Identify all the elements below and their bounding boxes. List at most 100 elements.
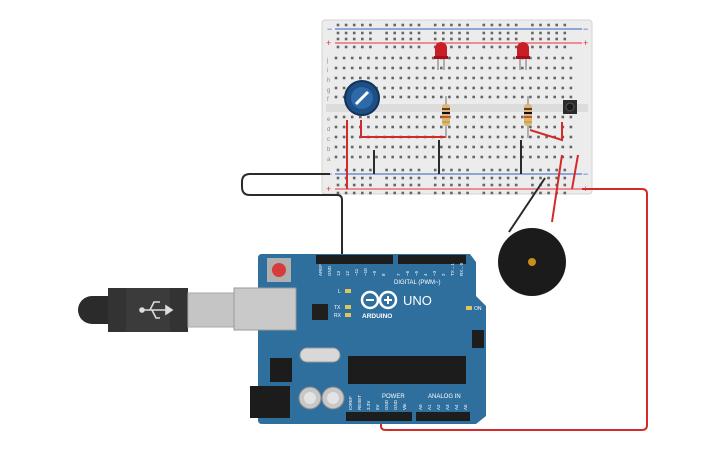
breadboard-hole[interactable] (563, 191, 567, 195)
breadboard-hole[interactable] (547, 23, 550, 27)
breadboard-hole[interactable] (480, 56, 484, 60)
breadboard-hole[interactable] (334, 76, 338, 80)
breadboard-hole[interactable] (385, 168, 388, 172)
breadboard-hole[interactable] (407, 66, 411, 70)
breadboard-hole[interactable] (561, 95, 565, 99)
led-1[interactable] (434, 42, 448, 70)
breadboard-hole[interactable] (464, 115, 467, 119)
resistor-1[interactable] (442, 96, 450, 138)
breadboard-hole[interactable] (569, 155, 573, 159)
breadboard-hole[interactable] (466, 176, 469, 180)
breadboard-hole[interactable] (401, 31, 405, 35)
breadboard-hole[interactable] (409, 23, 413, 27)
breadboard-hole[interactable] (352, 176, 356, 180)
breadboard-hole[interactable] (506, 176, 510, 180)
led-2-body[interactable] (517, 42, 529, 58)
breadboard-hole[interactable] (407, 125, 411, 129)
breadboard-hole[interactable] (496, 155, 500, 159)
breadboard-hole[interactable] (480, 135, 484, 139)
breadboard-hole[interactable] (448, 125, 451, 129)
breadboard-hole[interactable] (569, 76, 573, 80)
breadboard-hole[interactable] (464, 95, 467, 99)
breadboard-hole[interactable] (464, 135, 467, 139)
breadboard-hole[interactable] (537, 145, 540, 149)
breadboard-hole[interactable] (369, 45, 372, 49)
breadboard-hole[interactable] (506, 23, 510, 27)
breadboard-hole[interactable] (553, 155, 556, 159)
breadboard-hole[interactable] (336, 45, 340, 49)
breadboard-hole[interactable] (361, 37, 364, 41)
breadboard-hole[interactable] (336, 23, 340, 27)
breadboard-hole[interactable] (359, 115, 362, 119)
breadboard-hole[interactable] (514, 37, 518, 41)
breadboard-hole[interactable] (553, 66, 556, 70)
breadboard-hole[interactable] (512, 86, 516, 90)
breadboard-hole[interactable] (407, 56, 411, 60)
breadboard-hole[interactable] (506, 168, 510, 172)
breadboard-hole[interactable] (369, 23, 372, 27)
breadboard-hole[interactable] (431, 76, 435, 80)
piezo-buzzer[interactable] (498, 154, 566, 296)
breadboard-hole[interactable] (539, 45, 542, 49)
breadboard-hole[interactable] (399, 155, 403, 159)
breadboard-hole[interactable] (545, 135, 548, 139)
breadboard-hole[interactable] (361, 176, 364, 180)
breadboard-hole[interactable] (383, 145, 386, 149)
breadboard-hole[interactable] (450, 31, 453, 35)
breadboard-hole[interactable] (537, 76, 540, 80)
breadboard-hole[interactable] (352, 191, 356, 195)
breadboard-hole[interactable] (531, 23, 534, 27)
breadboard-hole[interactable] (450, 183, 453, 187)
breadboard-hole[interactable] (480, 66, 484, 70)
breadboard-hole[interactable] (563, 37, 567, 41)
led-1-body[interactable] (435, 42, 447, 58)
breadboard-hole[interactable] (369, 168, 372, 172)
breadboard-hole[interactable] (512, 95, 516, 99)
breadboard-hole[interactable] (442, 23, 445, 27)
breadboard-hole[interactable] (375, 56, 378, 60)
breadboard-hole[interactable] (458, 183, 461, 187)
breadboard-hole[interactable] (393, 191, 396, 195)
breadboard-hole[interactable] (472, 76, 475, 80)
breadboard-hole[interactable] (415, 125, 419, 129)
breadboard-hole[interactable] (417, 23, 421, 27)
breadboard-hole[interactable] (359, 155, 362, 159)
breadboard-hole[interactable] (482, 183, 486, 187)
breadboard-hole[interactable] (480, 95, 484, 99)
breadboard-hole[interactable] (506, 37, 510, 41)
breadboard-hole[interactable] (547, 37, 550, 41)
breadboard-hole[interactable] (498, 176, 502, 180)
breadboard-hole[interactable] (521, 145, 524, 149)
breadboard-hole[interactable] (399, 95, 403, 99)
breadboard-hole[interactable] (539, 168, 542, 172)
breadboard-hole[interactable] (563, 31, 567, 35)
breadboard-hole[interactable] (521, 125, 524, 129)
breadboard-hole[interactable] (442, 168, 445, 172)
breadboard-hole[interactable] (555, 37, 558, 41)
breadboard-hole[interactable] (423, 86, 427, 90)
arduino-usb-port[interactable] (233, 287, 297, 331)
breadboard-hole[interactable] (504, 135, 508, 139)
breadboard-hole[interactable] (440, 76, 443, 80)
breadboard-hole[interactable] (514, 168, 518, 172)
breadboard-hole[interactable] (537, 66, 540, 70)
breadboard-hole[interactable] (561, 66, 565, 70)
breadboard-hole[interactable] (456, 125, 459, 129)
digital-header-2[interactable] (398, 255, 466, 264)
breadboard-hole[interactable] (344, 45, 348, 49)
breadboard-hole[interactable] (514, 31, 518, 35)
breadboard-hole[interactable] (385, 191, 388, 195)
breadboard-hole[interactable] (553, 95, 556, 99)
breadboard-hole[interactable] (496, 115, 500, 119)
breadboard-hole[interactable] (448, 135, 451, 139)
breadboard-hole[interactable] (342, 76, 346, 80)
breadboard-hole[interactable] (352, 168, 356, 172)
breadboard-hole[interactable] (561, 115, 565, 119)
breadboard-hole[interactable] (553, 76, 556, 80)
breadboard-hole[interactable] (521, 135, 524, 139)
breadboard-hole[interactable] (391, 56, 394, 60)
breadboard-hole[interactable] (415, 86, 419, 90)
breadboard-hole[interactable] (391, 125, 394, 129)
breadboard-hole[interactable] (537, 135, 540, 139)
breadboard-hole[interactable] (458, 45, 461, 49)
